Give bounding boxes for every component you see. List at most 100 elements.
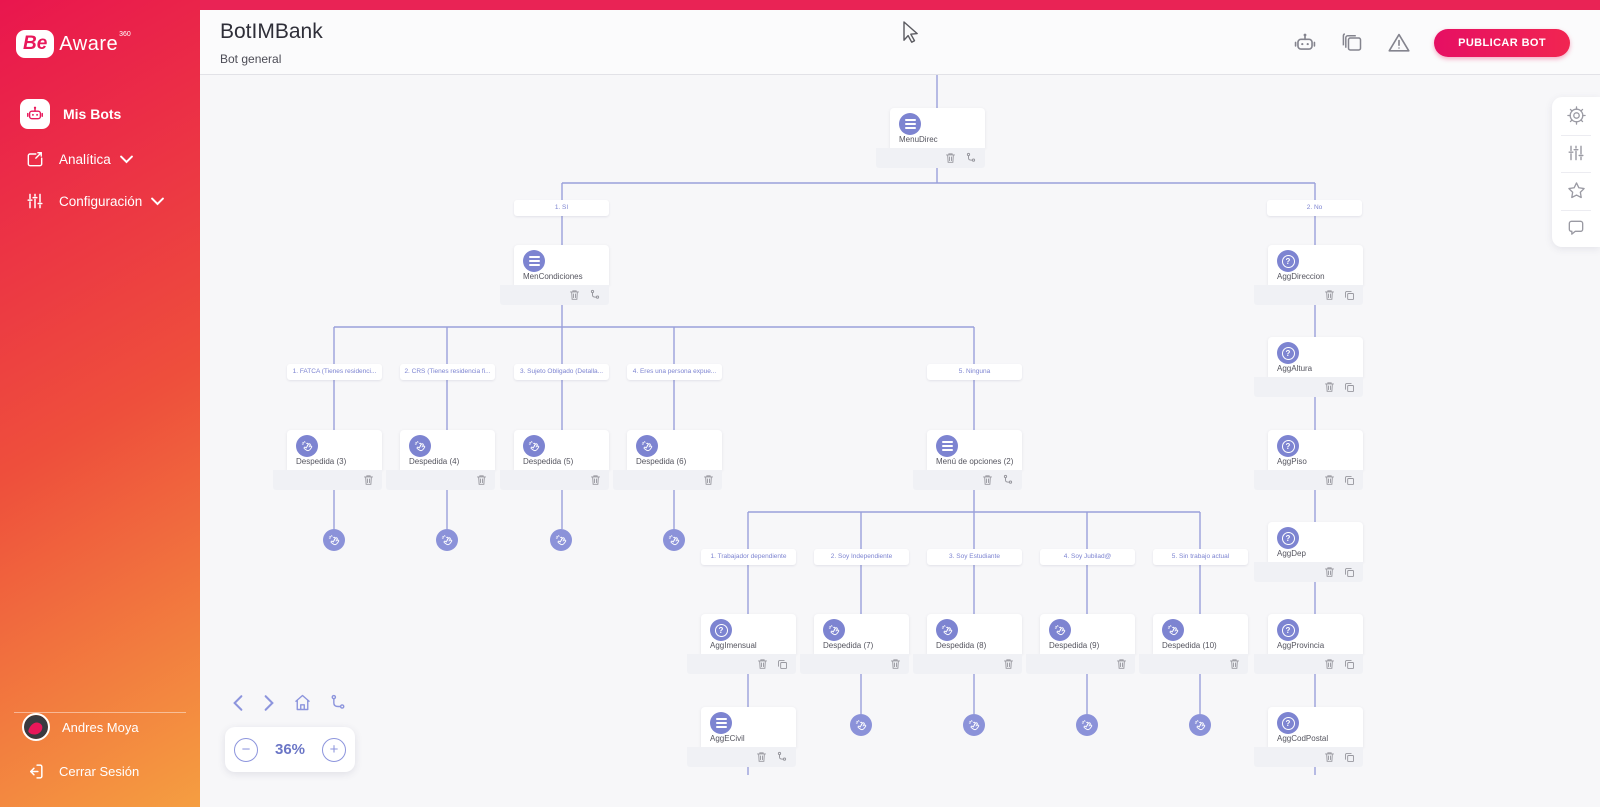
tune-icon[interactable]: [1552, 134, 1600, 173]
trash-icon[interactable]: [982, 474, 993, 486]
node-aggcodpostal[interactable]: ?AggCodPostal: [1254, 707, 1363, 767]
node-card[interactable]: MenCondiciones: [514, 245, 609, 285]
node-despedida6[interactable]: Despedida (6): [613, 430, 722, 490]
node-mencondiciones[interactable]: MenCondiciones: [500, 245, 609, 305]
trash-icon[interactable]: [703, 474, 714, 486]
node-card[interactable]: Despedida (4): [400, 430, 495, 470]
bot-preview-icon[interactable]: [1292, 30, 1318, 56]
trash-icon[interactable]: [1324, 381, 1335, 393]
sidebar: Be Aware 360 Mis Bots Analítica Configur…: [0, 0, 200, 807]
terminal-node[interactable]: [323, 529, 345, 551]
copy-icon[interactable]: [1344, 382, 1355, 393]
wave-icon: [636, 435, 658, 457]
node-despedida4[interactable]: Despedida (4): [386, 430, 495, 490]
trash-icon[interactable]: [1324, 289, 1335, 301]
terminal-node[interactable]: [1076, 714, 1098, 736]
flow-icon[interactable]: [328, 693, 348, 713]
publish-bot-button[interactable]: PUBLICAR BOT: [1434, 28, 1570, 57]
node-menudirec[interactable]: MenuDirec: [876, 108, 985, 168]
comments-icon[interactable]: [1552, 209, 1600, 248]
node-despedida9[interactable]: Despedida (9): [1026, 614, 1135, 674]
forward-icon[interactable]: [261, 694, 277, 712]
node-card[interactable]: Menú de opciones (2): [927, 430, 1022, 470]
trash-icon[interactable]: [1324, 751, 1335, 763]
split-icon[interactable]: [965, 152, 977, 164]
sidebar-item-configuracion[interactable]: Configuración: [0, 181, 200, 221]
favorites-icon[interactable]: [1552, 172, 1600, 210]
node-card[interactable]: Despedida (9): [1040, 614, 1135, 654]
node-despedida10[interactable]: Despedida (10): [1139, 614, 1248, 674]
copy-icon[interactable]: [1344, 752, 1355, 763]
copy-icon[interactable]: [777, 659, 788, 670]
trash-icon[interactable]: [590, 474, 601, 486]
copy-icon[interactable]: [1344, 659, 1355, 670]
node-card[interactable]: ?AggImensual: [701, 614, 796, 654]
trash-icon[interactable]: [476, 474, 487, 486]
node-card[interactable]: AggECivil: [701, 707, 796, 747]
node-card[interactable]: ?AggDireccion: [1268, 245, 1363, 285]
node-card[interactable]: Despedida (5): [514, 430, 609, 470]
split-icon[interactable]: [1002, 474, 1014, 486]
node-aggpiso[interactable]: ?AggPiso: [1254, 430, 1363, 490]
terminal-node[interactable]: [850, 714, 872, 736]
node-card[interactable]: ?AggDep: [1268, 522, 1363, 562]
split-icon[interactable]: [589, 289, 601, 301]
trash-icon[interactable]: [757, 658, 768, 670]
trash-icon[interactable]: [1324, 474, 1335, 486]
settings-icon[interactable]: [1552, 97, 1600, 135]
node-aggdireccion[interactable]: ?AggDireccion: [1254, 245, 1363, 305]
node-card[interactable]: Despedida (10): [1153, 614, 1248, 654]
node-aggimensual[interactable]: ?AggImensual: [687, 614, 796, 674]
trash-icon[interactable]: [756, 751, 767, 763]
node-card[interactable]: ?AggProvincia: [1268, 614, 1363, 654]
back-icon[interactable]: [230, 694, 246, 712]
copy-icon[interactable]: [1344, 290, 1355, 301]
trash-icon[interactable]: [1324, 658, 1335, 670]
trash-icon[interactable]: [1229, 658, 1240, 670]
node-actions: [1254, 562, 1363, 582]
trash-icon[interactable]: [945, 152, 956, 164]
node-card[interactable]: Despedida (3): [287, 430, 382, 470]
node-despedida5[interactable]: Despedida (5): [500, 430, 609, 490]
node-aggprovincia[interactable]: ?AggProvincia: [1254, 614, 1363, 674]
terminal-node[interactable]: [550, 529, 572, 551]
copy-icon[interactable]: [1344, 475, 1355, 486]
node-card[interactable]: Despedida (7): [814, 614, 909, 654]
home-icon[interactable]: [292, 692, 313, 713]
node-card[interactable]: Despedida (6): [627, 430, 722, 470]
node-despedida7[interactable]: Despedida (7): [800, 614, 909, 674]
node-despedida8[interactable]: Despedida (8): [913, 614, 1022, 674]
logout-button[interactable]: Cerrar Sesión: [0, 752, 200, 790]
zoom-out-button[interactable]: −: [234, 737, 258, 762]
terminal-node[interactable]: [963, 714, 985, 736]
trash-icon[interactable]: [363, 474, 374, 486]
node-card[interactable]: ?AggCodPostal: [1268, 707, 1363, 747]
terminal-node[interactable]: [663, 529, 685, 551]
copy-icon[interactable]: [1344, 567, 1355, 578]
node-aggaltura[interactable]: ?AggAltura: [1254, 337, 1363, 397]
node-card[interactable]: MenuDirec: [890, 108, 985, 148]
node-menuopciones2[interactable]: Menú de opciones (2): [913, 430, 1022, 490]
terminal-node[interactable]: [436, 529, 458, 551]
terminal-node[interactable]: [1189, 714, 1211, 736]
zoom-in-button[interactable]: +: [322, 737, 346, 762]
node-despedida3[interactable]: Despedida (3): [273, 430, 382, 490]
node-card[interactable]: Despedida (8): [927, 614, 1022, 654]
node-aggdep[interactable]: ?AggDep: [1254, 522, 1363, 582]
sidebar-item-mis-bots[interactable]: Mis Bots: [0, 94, 200, 134]
user-profile[interactable]: Andres Moya: [0, 708, 200, 746]
trash-icon[interactable]: [1116, 658, 1127, 670]
node-card[interactable]: ?AggAltura: [1268, 337, 1363, 377]
node-card[interactable]: ?AggPiso: [1268, 430, 1363, 470]
trash-icon[interactable]: [569, 289, 580, 301]
trash-icon[interactable]: [890, 658, 901, 670]
chevron-down-icon: [119, 155, 133, 164]
warnings-icon[interactable]: [1386, 30, 1412, 56]
node-aggecivil[interactable]: AggECivil: [687, 707, 796, 767]
trash-icon[interactable]: [1324, 566, 1335, 578]
split-icon[interactable]: [776, 751, 788, 763]
trash-icon[interactable]: [1003, 658, 1014, 670]
copy-bot-icon[interactable]: [1340, 31, 1364, 55]
sidebar-item-analitica[interactable]: Analítica: [0, 139, 200, 179]
